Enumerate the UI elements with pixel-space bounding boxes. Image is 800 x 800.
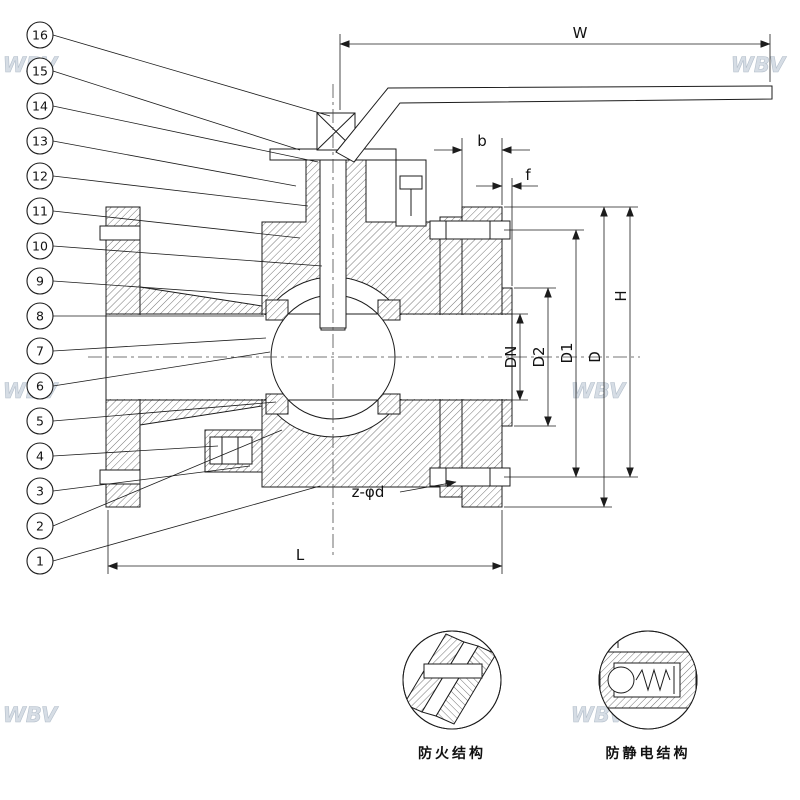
callout-2: 2 <box>26 512 54 540</box>
callout-leaders <box>52 34 331 562</box>
callout-9: 9 <box>26 267 54 295</box>
dim-label-h: H <box>612 290 630 301</box>
callout-label: 8 <box>36 309 44 324</box>
seat-ring <box>265 393 289 415</box>
callout-6: 6 <box>26 372 54 400</box>
detail-circle-fire <box>402 630 502 730</box>
callout-16: 16 <box>26 21 54 49</box>
dim-label-d: D <box>586 351 604 363</box>
detail-caption-antistatic: 防静电结构 <box>606 745 691 762</box>
left-flange-bolt-hole <box>99 469 141 485</box>
dimensions: W b f DN D2 D1 D H <box>107 24 771 574</box>
valve-section <box>88 84 773 555</box>
callout-label: 3 <box>36 484 44 499</box>
watermark-text: WBV <box>3 703 59 727</box>
dim-label-d1: D1 <box>558 342 576 363</box>
left-neck-lower <box>139 397 263 426</box>
dim-label-f: f <box>525 166 531 184</box>
callout-13: 13 <box>26 127 54 155</box>
callout-label: 9 <box>36 274 44 289</box>
antistatic-spring <box>635 668 671 692</box>
callout-label: 15 <box>32 64 48 79</box>
watermark-text: WBV <box>731 53 787 77</box>
callout-label: 2 <box>36 519 44 534</box>
callouts: 16 15 14 13 12 11 10 9 8 7 6 5 4 3 2 1 <box>26 21 54 575</box>
callout-label: 12 <box>32 169 48 184</box>
callout-label: 6 <box>36 379 44 394</box>
flange-bolt-bottom <box>429 467 511 487</box>
callout-label: 5 <box>36 414 44 429</box>
callout-14: 14 <box>26 92 54 120</box>
detail-circle-antistatic <box>598 630 698 730</box>
detail-antistatic: 防静电结构 <box>598 630 698 762</box>
seat-ring <box>377 299 401 321</box>
seat-ring <box>377 393 401 415</box>
watermark-text: WBV <box>571 379 627 403</box>
callout-label: 10 <box>32 239 48 254</box>
drain-plug <box>209 436 253 465</box>
antistatic-ball <box>607 666 635 694</box>
seat-ring <box>265 299 289 321</box>
left-flange-bolt-hole <box>99 225 141 241</box>
dim-label-dn: DN <box>502 346 520 369</box>
callout-10: 10 <box>26 232 54 260</box>
callout-label: 13 <box>32 134 48 149</box>
callout-label: 11 <box>32 204 48 219</box>
callout-1: 1 <box>26 547 54 575</box>
callout-3: 3 <box>26 477 54 505</box>
dim-label-l: L <box>296 546 305 564</box>
callout-label: 14 <box>32 99 48 114</box>
callout-label: 1 <box>36 554 44 569</box>
detail-caption-fire: 防火结构 <box>418 745 486 762</box>
stop-bolt <box>399 175 423 190</box>
dim-label-d2: D2 <box>530 346 548 367</box>
callout-11: 11 <box>26 197 54 225</box>
callout-5: 5 <box>26 407 54 435</box>
dim-label-b: b <box>477 132 487 150</box>
handle-lever <box>335 85 773 163</box>
callout-12: 12 <box>26 162 54 190</box>
callout-8: 8 <box>26 302 54 330</box>
detail-fire-safe: 防火结构 <box>402 630 502 762</box>
callout-label: 7 <box>36 344 44 359</box>
dim-label-w: W <box>573 24 588 42</box>
callout-15: 15 <box>26 57 54 85</box>
dim-label-bolt-holes: z-φd <box>352 483 385 501</box>
flange-bolt-top <box>429 220 511 240</box>
callout-7: 7 <box>26 337 54 365</box>
callout-4: 4 <box>26 442 54 470</box>
callout-label: 4 <box>36 449 44 464</box>
callout-label: 16 <box>32 28 48 43</box>
